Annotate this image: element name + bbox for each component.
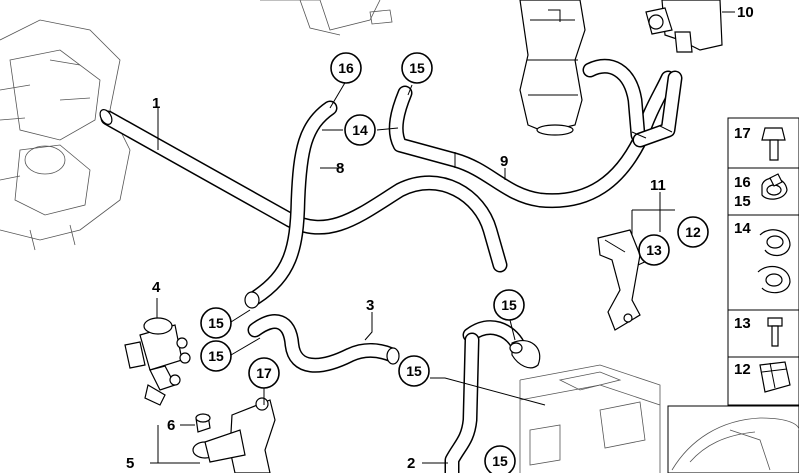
part-4-water-valve: [124, 317, 191, 406]
top-component-sketch: [260, 0, 393, 36]
hose-3: [247, 314, 400, 373]
circle-callout-12-label: 12: [685, 224, 701, 240]
circle-callout-13: 13: [638, 234, 670, 266]
part-5-bracket: [192, 397, 276, 473]
hose-8: [244, 100, 338, 309]
part-11-bracket: [597, 229, 641, 331]
circle-callout-12: 12: [677, 216, 709, 248]
vehicle-location-inset: [667, 405, 799, 473]
side-label-17: 17: [734, 125, 751, 142]
circle-callout-15-left-lower: 15: [200, 340, 232, 372]
circle-callout-16-label: 16: [338, 60, 354, 76]
side-label-16: 16: [734, 174, 751, 191]
hose-2: [444, 320, 541, 473]
callout-9: 9: [500, 153, 508, 170]
side-label-13: 13: [734, 315, 751, 332]
circle-callout-15-top-label: 15: [409, 60, 425, 76]
side-label-15: 15: [734, 193, 751, 210]
side-label-14: 14: [734, 220, 751, 237]
circle-callout-15-middle: 15: [493, 289, 525, 321]
callout-1: 1: [152, 95, 160, 112]
engine-block-sketch: [0, 19, 131, 251]
circle-callout-15-left-upper: 15: [200, 307, 232, 339]
callout-4: 4: [152, 279, 161, 296]
expansion-tank: [519, 0, 586, 136]
circle-callout-15-left-lower-label: 15: [208, 348, 224, 364]
side-label-12: 12: [734, 361, 751, 378]
circle-callout-15-left-upper-label: 15: [208, 315, 224, 331]
circle-callout-15-center-label: 15: [406, 363, 422, 379]
circle-callout-13-label: 13: [646, 242, 662, 258]
battery-box-sketch: [519, 364, 661, 473]
circle-callout-15-middle-label: 15: [501, 297, 517, 313]
callout-8: 8: [336, 160, 344, 177]
hose-1: [99, 109, 508, 273]
circle-callout-17-label: 17: [256, 365, 272, 381]
callout-10: 10: [737, 4, 754, 21]
circle-callout-14-label: 14: [352, 122, 368, 138]
callout-2: 2: [407, 455, 415, 472]
callout-3: 3: [366, 297, 374, 314]
hose-9: [388, 58, 683, 209]
callout-6: 6: [167, 417, 175, 434]
circle-callout-17: 17: [248, 357, 280, 389]
part-10-valve-housing: [645, 0, 735, 53]
callout-5: 5: [126, 455, 134, 472]
circle-callout-15-bottom-label: 15: [492, 453, 508, 469]
circle-callout-15-bottom: 15: [484, 445, 516, 473]
small-parts-panel: [727, 117, 799, 406]
leader-lines: [150, 80, 675, 464]
circle-callout-14: 14: [344, 114, 376, 146]
circle-callout-15-center: 15: [398, 355, 430, 387]
callout-11: 11: [650, 177, 666, 194]
circle-callout-15-top: 15: [401, 52, 433, 84]
circle-callout-16: 16: [330, 52, 362, 84]
